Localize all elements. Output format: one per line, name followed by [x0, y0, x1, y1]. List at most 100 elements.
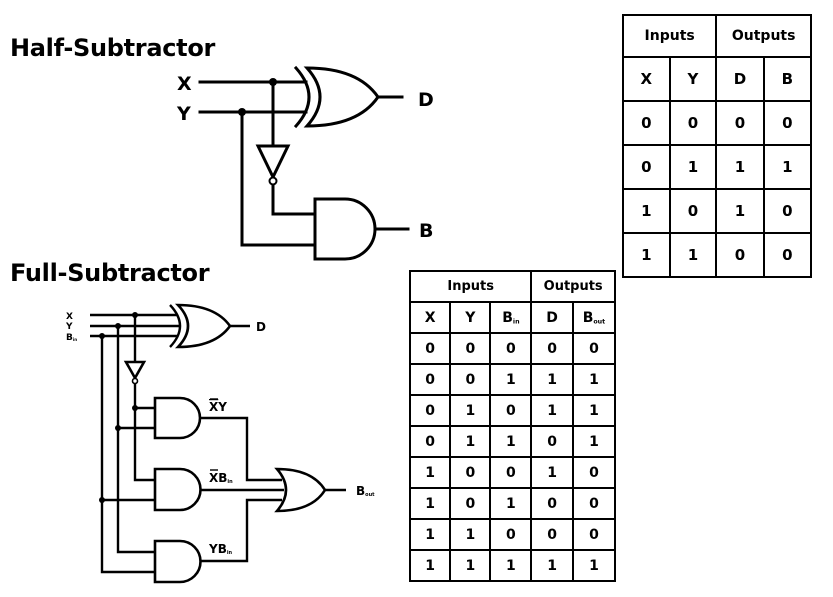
half-table-cell: 0 [622, 100, 671, 146]
half-table-cell: 0 [762, 100, 813, 146]
half-table-cell: 0 [668, 188, 718, 234]
full-table-col-bin: Bin [489, 301, 533, 334]
full-term-y-bin-label: YBin [208, 542, 233, 556]
full-table-col-x: X [408, 301, 452, 334]
half-output-b-label: B [419, 220, 433, 242]
half-table-cell: 1 [668, 144, 718, 190]
half-not-bubble [268, 176, 278, 186]
full-table-cell: 1 [489, 487, 533, 520]
full-table-group-header-row: Inputs Outputs [408, 270, 616, 303]
full-table-cell: 0 [571, 456, 617, 489]
full-table-cell: 1 [449, 549, 492, 582]
full-table-cell: 1 [408, 518, 452, 551]
full-table-cell: 0 [489, 456, 533, 489]
half-wire-notx [271, 183, 317, 216]
full-table-cell: 1 [571, 363, 617, 396]
full-table-cell: 1 [489, 363, 533, 396]
full-table-cell: 0 [408, 363, 452, 396]
half-table-cell: 1 [622, 188, 671, 234]
full-table-cell: 0 [408, 332, 452, 365]
full-table-cell: 0 [571, 487, 617, 520]
full-output-d-label: D [256, 320, 266, 334]
full-wire-notx [133, 384, 155, 482]
full-table-cell: 0 [449, 332, 492, 365]
full-input-x-label: X [66, 312, 73, 322]
half-input-y-label: Y [176, 103, 191, 125]
full-table-cell: 0 [530, 487, 574, 520]
full-table-cell: 1 [571, 394, 617, 427]
half-not-gate [255, 144, 291, 181]
half-table-cell: 0 [762, 232, 813, 278]
half-wire-y-to-and [240, 110, 317, 247]
full-table-cell: 0 [408, 425, 452, 458]
half-subtractor-circuit: X Y D B [176, 65, 434, 261]
full-wire-bin-vertical [100, 336, 155, 574]
full-table-cell: 0 [449, 456, 492, 489]
full-table-cell: 0 [489, 394, 533, 427]
full-table-cell: 0 [489, 332, 533, 365]
full-xor-gate [174, 303, 232, 349]
half-table-col-y: Y [668, 56, 718, 102]
full-table-inputs-header: Inputs [408, 270, 533, 303]
half-table-cell: 0 [622, 144, 671, 190]
full-table-cell: 1 [530, 363, 574, 396]
half-table-outputs-header: Outputs [715, 14, 812, 58]
full-table-cell: 1 [408, 549, 452, 582]
full-not-bubble [131, 377, 139, 385]
half-table-cell: 0 [762, 188, 813, 234]
half-table-inputs-header: Inputs [621, 14, 718, 58]
full-term-xbar-y-label: XY [209, 400, 227, 414]
half-table-cell: 1 [622, 232, 671, 278]
full-xor-back-curve [169, 304, 182, 348]
full-subtractor-circuit: X Y Bin D XY [65, 303, 375, 584]
full-table-col-bout: Bout [571, 301, 617, 334]
half-table-cell: 0 [668, 100, 718, 146]
half-table-cell: 0 [715, 232, 765, 278]
half-table-col-b: B [762, 56, 813, 102]
half-table-col-x: X [622, 56, 671, 102]
full-not-gate [123, 360, 147, 381]
full-table-cell: 0 [449, 487, 492, 520]
full-subtractor-title: Full-Subtractor [10, 259, 210, 287]
full-input-y-label: Y [65, 322, 73, 332]
full-wire-and3-out [200, 498, 282, 563]
full-table-cell: 0 [408, 394, 452, 427]
full-wire-y-vertical [116, 326, 155, 554]
full-junction-notx [132, 405, 138, 411]
half-table-cell: 1 [715, 188, 765, 234]
full-wire-and1-out [200, 416, 282, 482]
half-xor-gate [303, 66, 380, 128]
half-and-gate [313, 197, 377, 261]
full-table-cell: 1 [530, 394, 574, 427]
full-junction-y-and1 [115, 425, 121, 431]
half-table-col-d: D [715, 56, 765, 102]
half-table-cell: 1 [715, 144, 765, 190]
full-table-cell: 0 [530, 425, 574, 458]
full-table-cell: 1 [489, 549, 533, 582]
full-table-cell: 1 [408, 487, 452, 520]
full-table-outputs-header: Outputs [530, 270, 616, 303]
full-table-cell: 1 [571, 425, 617, 458]
full-junction-bin-and2 [99, 497, 105, 503]
full-table-cell: 0 [571, 518, 617, 551]
full-term-xbar-bin-label: XBin [209, 471, 233, 485]
full-table-cell: 1 [530, 456, 574, 489]
half-table-column-header-row: X Y D B [622, 56, 813, 102]
full-and3-gate [153, 539, 202, 584]
full-table-cell: 1 [449, 425, 492, 458]
half-xor-back-curve [293, 65, 311, 129]
full-table-cell: 1 [449, 394, 492, 427]
